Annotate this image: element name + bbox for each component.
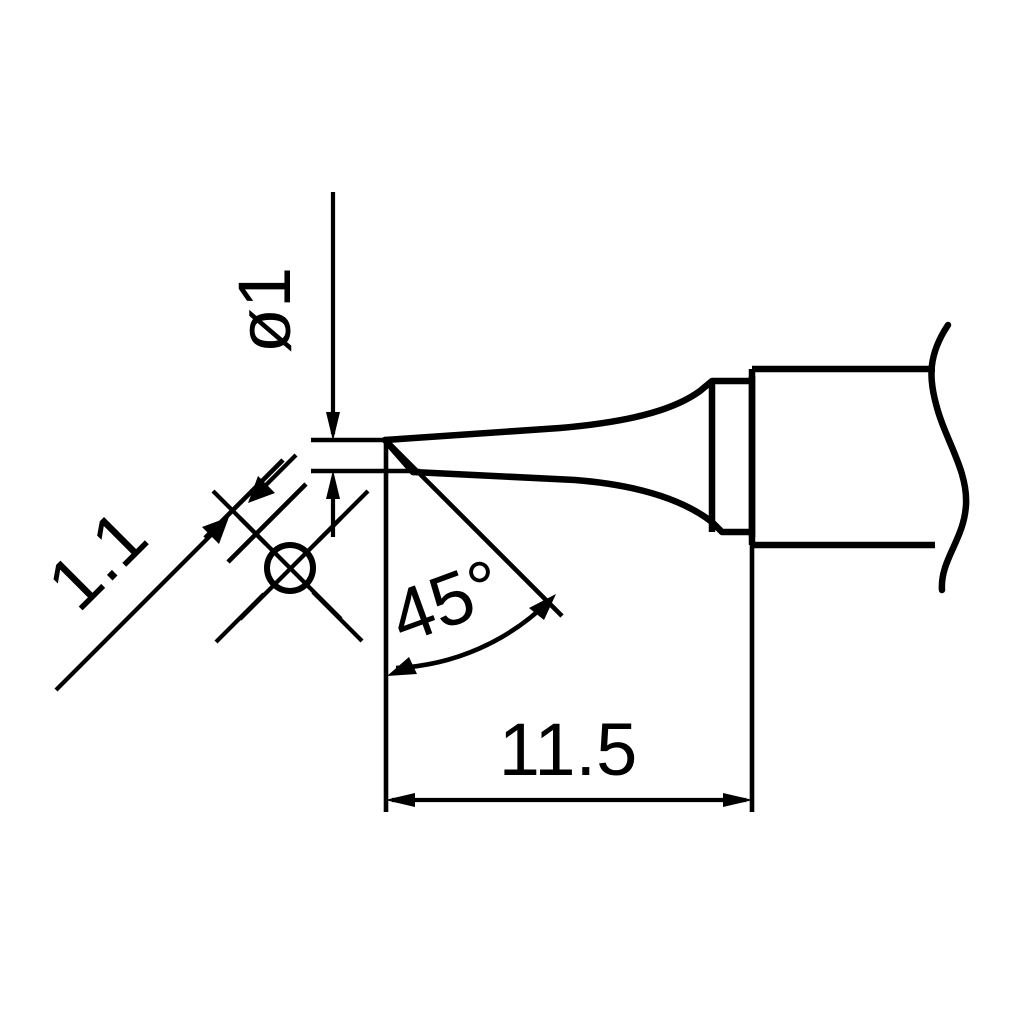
angle-bevel-leg xyxy=(384,438,564,618)
bevel-center-arm-down-right xyxy=(311,590,364,643)
angle-arrow-left xyxy=(387,657,417,676)
tip-outline-group xyxy=(381,321,970,594)
bevel-arrow-inner xyxy=(248,476,275,503)
length-dimension-group: 11.5 xyxy=(385,540,755,812)
bevel-arrow-outer xyxy=(202,517,229,544)
length-arrow-right xyxy=(723,793,753,807)
bevel-center-arm-up-left xyxy=(211,489,268,546)
tapered-shank-upper-edge xyxy=(381,377,756,444)
break-line-s-curve xyxy=(928,321,970,594)
diameter-label: ø1 xyxy=(223,267,306,353)
length-label: 11.5 xyxy=(499,708,638,791)
bevel-center-circle xyxy=(264,542,316,594)
diameter-dimension-group: ø1 xyxy=(223,192,420,537)
bevel-width-dimension-group: 1.1 xyxy=(31,453,370,692)
angle-arrow-right xyxy=(529,594,556,620)
diameter-arrow-upper xyxy=(326,412,340,441)
bevel-center-arm-up-right xyxy=(316,489,370,543)
bevel-ext-line-b xyxy=(226,482,308,564)
angle-arc xyxy=(395,599,551,671)
diameter-arrow-lower xyxy=(326,470,340,499)
length-arrow-left xyxy=(385,793,415,807)
bevel-center-arm-down-left xyxy=(214,592,266,644)
tapered-shank-lower-edge xyxy=(409,468,756,536)
bevel-dim-line xyxy=(54,520,226,692)
